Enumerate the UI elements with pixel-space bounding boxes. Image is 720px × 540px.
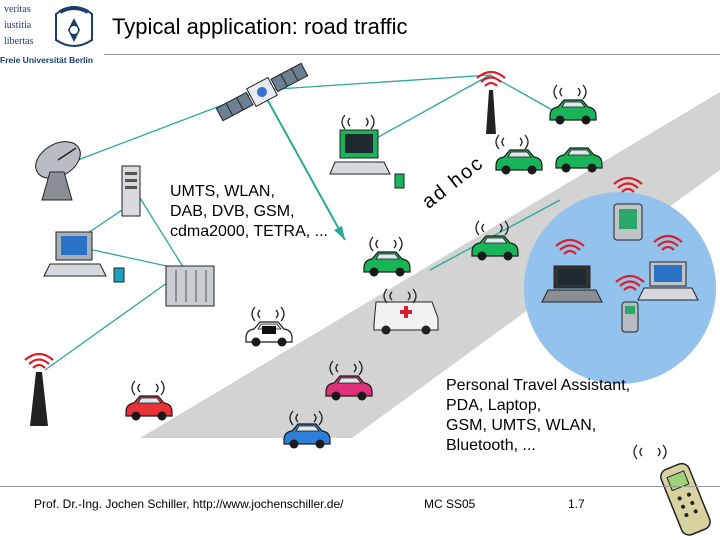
infrastructure-label: UMTS, WLAN, DAB, DVB, GSM, cdma2000, TET… [170, 182, 328, 242]
car-icon [363, 251, 411, 278]
logo-motto-3: libertas [4, 36, 34, 47]
green-terminal-icon [329, 114, 405, 189]
satellite-icon [215, 62, 309, 122]
university-logo: veritas iustitia libertas Freie Universi… [0, 0, 100, 66]
logo-motto-1: veritas [4, 4, 31, 15]
car-icon [125, 395, 173, 422]
radio-tower-icon [475, 70, 507, 134]
footer-course: MC SS05 [424, 497, 476, 511]
footer-author: Prof. Dr.-Ing. Jochen Schiller, http://w… [34, 497, 344, 511]
pta-label-line: GSM, UMTS, WLAN, [446, 417, 597, 434]
logo-motto-2: iustitia [4, 20, 32, 31]
car-icon [549, 99, 597, 126]
university-seal-icon [55, 6, 93, 47]
page-number: 1.7 [568, 497, 585, 511]
title-divider [104, 54, 720, 55]
pta-label-line: Personal Travel Assistant, [446, 377, 631, 394]
mobile-phone-icon [614, 274, 646, 333]
laptop-icon [541, 238, 603, 303]
satellite-dish-icon [35, 141, 81, 201]
infrastructure-label-line: cdma2000, TETRA, ... [170, 223, 328, 240]
pta-label-line: Bluetooth, ... [446, 437, 536, 454]
infrastructure-label-line: DAB, DVB, GSM, [170, 203, 295, 220]
car-icon [495, 149, 543, 176]
infrastructure-label-line: UMTS, WLAN, [170, 183, 275, 200]
logo-university-name: Freie Universität Berlin [0, 55, 94, 65]
pda-icon [612, 176, 644, 241]
slide-title: Typical application: road traffic [112, 14, 408, 39]
link-arrowhead [334, 226, 345, 240]
laptop-icon [637, 234, 699, 301]
car-icon [555, 147, 603, 174]
road [140, 92, 720, 438]
mobile-phone-icon [633, 444, 711, 536]
personal-travel-assistant-label: Personal Travel Assistant, PDA, Laptop, … [446, 376, 630, 456]
base-station-icon [165, 265, 215, 307]
radio-tower-icon [23, 352, 55, 426]
computer-terminal-icon [43, 231, 125, 283]
ambulance-icon [373, 301, 439, 335]
police-car-icon [245, 321, 293, 348]
server-tower-icon [121, 165, 141, 217]
pta-label-line: PDA, Laptop, [446, 397, 542, 414]
footer-divider [0, 486, 720, 487]
